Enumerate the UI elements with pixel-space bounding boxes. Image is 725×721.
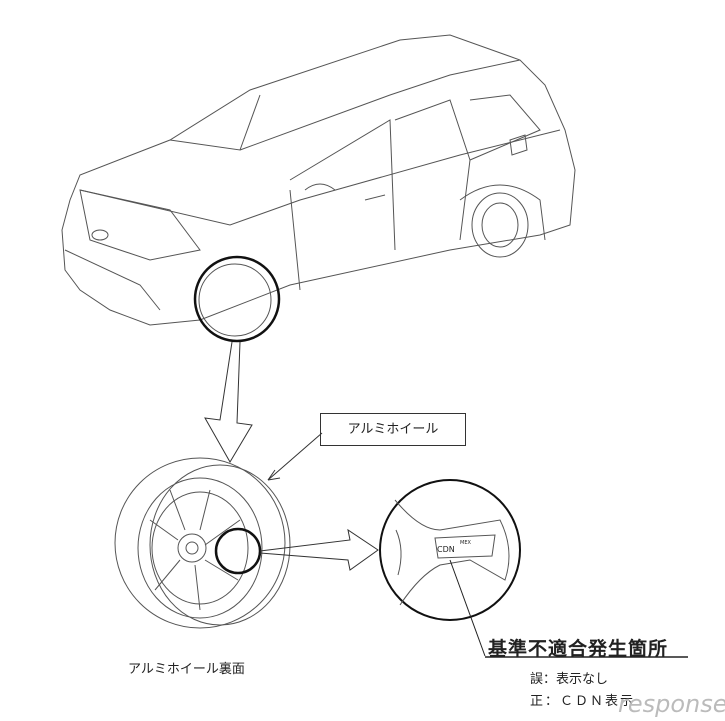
alloy-wheel-drawing [114, 457, 291, 629]
suv-line-drawing [61, 34, 576, 337]
cdn-marking: CDN [437, 545, 455, 554]
wheel-highlight-circle [193, 255, 281, 343]
wrong-note: 誤：表示なし [530, 672, 609, 687]
wheel-back-caption: アルミホイール裏面 [128, 662, 245, 677]
nonconformity-title: 基準不適合発生箇所 [488, 638, 669, 660]
mex-marking: MEX [460, 540, 471, 546]
callout-leader-line [267, 432, 323, 481]
watermark-logo: response. [618, 690, 725, 718]
right-arrow [259, 528, 379, 571]
down-arrow [204, 341, 253, 463]
correct-note: 正：ＣＤＮ表示 [530, 694, 636, 709]
zoom-detail-circle [379, 479, 521, 621]
alloy-wheel-callout-label: アルミホイール [320, 413, 466, 446]
nonconformity-leader-line [449, 559, 486, 657]
lug-area-highlight-circle [214, 527, 262, 575]
